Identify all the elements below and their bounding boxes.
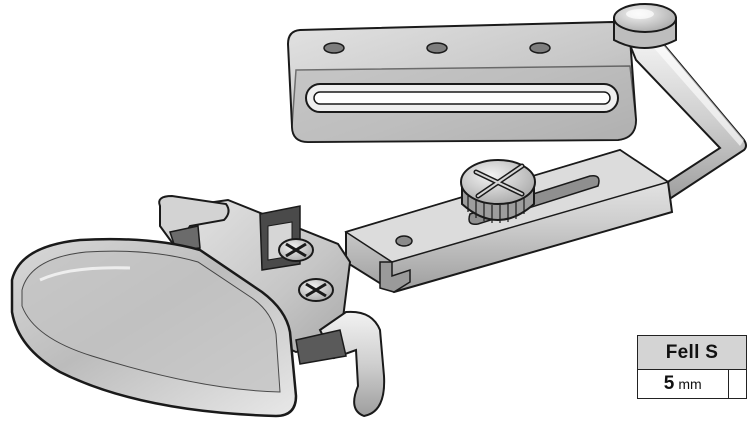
lower-guide-plate <box>184 198 352 354</box>
post-knob <box>613 3 677 49</box>
spec-size-unit: mm <box>678 376 702 392</box>
upper-mounting-plate <box>286 20 638 144</box>
foot-hook <box>295 310 386 418</box>
spec-empty-cell <box>727 369 747 399</box>
foot-blade <box>10 237 298 418</box>
spec-size-value: 5 <box>663 373 675 394</box>
thumb-screw <box>460 159 536 223</box>
spec-table-header: Fell S <box>637 335 747 370</box>
